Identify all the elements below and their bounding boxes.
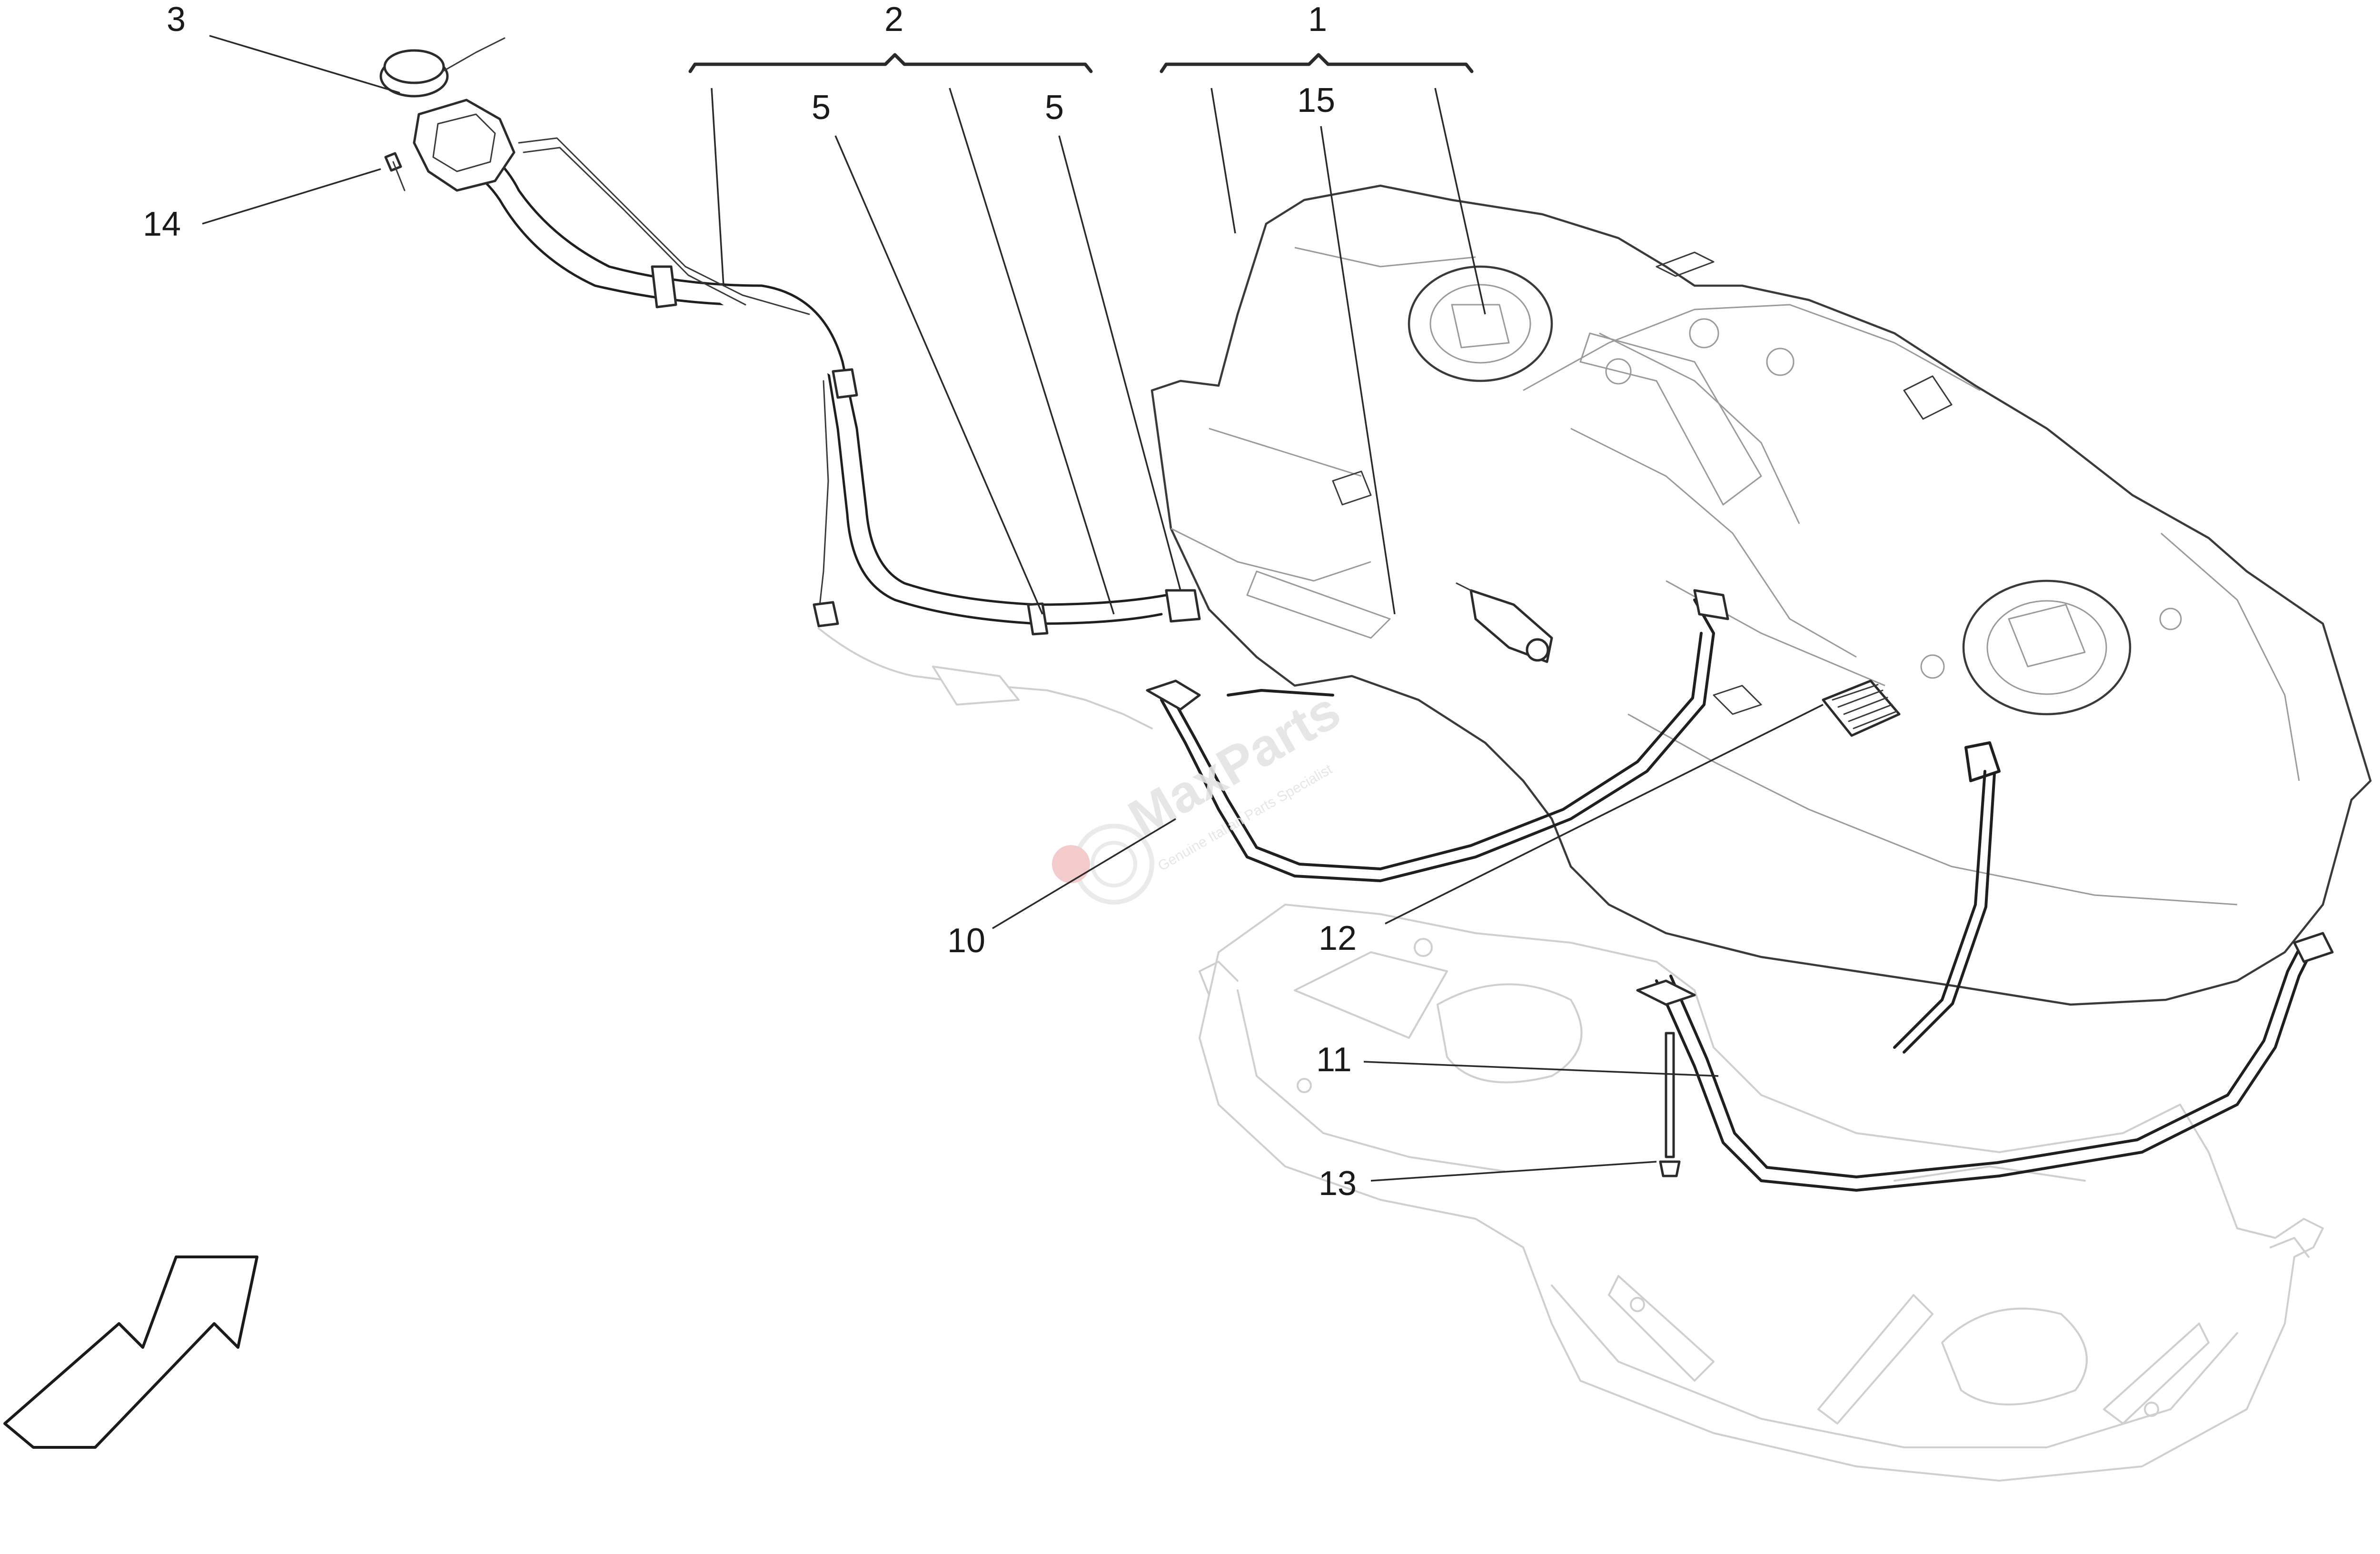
- leader-lines: [202, 35, 1824, 1182]
- callout-5-left: 5: [812, 89, 831, 127]
- strap-bolt: [1659, 1032, 1681, 1177]
- filler-pipe: [413, 99, 1201, 729]
- callout-labels: 3 2 1 5 5 15 14 10 12 11 13: [143, 0, 1357, 1203]
- callout-1: 1: [1308, 0, 1327, 39]
- fuel-tank: [1150, 184, 2372, 1006]
- tank-strap-front: [1146, 589, 1729, 882]
- callout-10: 10: [947, 922, 985, 960]
- callout-12: 12: [1319, 919, 1357, 957]
- refuel-pad: [1822, 679, 1901, 737]
- callout-14: 14: [143, 205, 181, 243]
- callout-2: 2: [884, 0, 903, 39]
- bracket-group-1: [1160, 53, 1486, 315]
- tank-strap-rear: [1636, 741, 2334, 1192]
- pressure-sensor: [1456, 582, 1553, 663]
- callout-5-right: 5: [1045, 89, 1064, 127]
- callout-15: 15: [1297, 81, 1335, 120]
- underbody-floor-pan: [1199, 904, 2324, 1482]
- callout-13: 13: [1319, 1165, 1357, 1203]
- watermark: MaxParts Genuine Italian Parts Specialis…: [1052, 681, 1350, 905]
- filler-cap: [379, 37, 506, 98]
- arrow-up-right-icon: [3, 1255, 258, 1449]
- bracket-group-2: [688, 53, 1115, 615]
- filler-screw: [384, 152, 406, 191]
- callout-3: 3: [167, 0, 186, 39]
- callout-11: 11: [1316, 1041, 1352, 1079]
